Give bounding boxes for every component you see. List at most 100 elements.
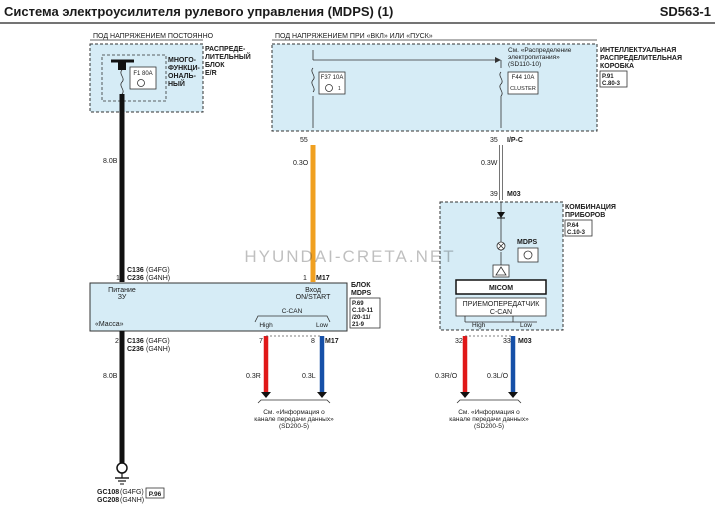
fuse-f37-symbol	[311, 67, 315, 93]
mdps-conn-bot2-eng: (G4NH)	[146, 346, 170, 353]
smart-ref-2: C.80-3	[602, 81, 621, 87]
cluster-title-2: ПРИБОРОВ	[565, 212, 605, 219]
mdps-note-bracket	[257, 399, 331, 404]
cluster-low-arrow	[508, 392, 518, 398]
mdps-title-1: БЛОК	[351, 282, 371, 289]
wire-power-label: 8.0B	[103, 158, 118, 165]
wire-mdps-high-label: 0.3R	[246, 373, 261, 380]
dist-label-4: E/R	[205, 70, 217, 77]
mdps-power-sub: ЗУ	[118, 294, 127, 301]
dist-label-3: БЛОК	[205, 62, 225, 69]
cluster-high-arrow	[460, 392, 470, 398]
mdps-mass-label: «Масса»	[95, 321, 124, 328]
cluster-ref-box	[564, 219, 593, 237]
wire-cluster-high-label: 0.3R/O	[435, 373, 458, 380]
mdps-ref-4: 21-9	[352, 322, 365, 328]
mdps-power-label: Питание	[108, 287, 136, 294]
fuse-f37-label: F37 10A	[321, 75, 344, 81]
cluster-title-1: КОМБИНАЦИЯ	[565, 204, 616, 211]
mdps-ref-2: C.10-11	[352, 308, 374, 314]
smart-title-3: КОРОБКА	[600, 63, 634, 70]
note-left-1: См. «Информация о	[263, 409, 325, 416]
multi-label-3: ОНАЛЬ-	[168, 73, 197, 80]
ground-label-1-eng: (G4FG)	[120, 489, 144, 496]
bus-bar	[118, 62, 126, 70]
wire-ground-label: 8.0B	[103, 373, 118, 380]
transceiver-block	[455, 297, 547, 317]
ground-label-1: GC108	[97, 489, 119, 496]
mdps-pin-ign: 1	[303, 275, 307, 282]
smart-title-1: ИНТЕЛЛЕКТУАЛЬНАЯ	[600, 47, 676, 54]
smart-see-2: электропитания»	[508, 54, 560, 61]
mdps-conn-bot1: C136	[127, 338, 144, 345]
note-right-2: канале передачи данных»	[449, 416, 529, 423]
smart-see-3: (SD110-10)	[508, 61, 541, 68]
ground-ref: P.96	[149, 491, 162, 498]
power-ign-label: ПОД НАПРЯЖЕНИЕМ ПРИ «ВКЛ» ИЛИ «ПУСК»	[275, 33, 433, 40]
ground-label-2-eng: (G4NH)	[120, 497, 144, 504]
ground-terminal-icon	[116, 462, 128, 474]
mdps-high-arrow	[261, 392, 271, 398]
mdps-unit-box	[89, 282, 348, 332]
mdps-ccan-label: C-CAN	[282, 308, 303, 315]
watermark-text: HYUNDAI-CRETA.NET	[244, 247, 455, 266]
mdps-ccan-bracket	[254, 315, 331, 323]
micom-block	[455, 279, 547, 295]
smart-see-1: См. «Распределение	[508, 47, 572, 54]
smart-bus-arrow	[495, 57, 501, 63]
mdps-conn-top2: C236	[127, 275, 144, 282]
fuse-f1-symbol	[120, 69, 124, 95]
ground-label-2: GC208	[97, 497, 119, 504]
lamp-cross	[497, 242, 505, 250]
multi-label-2: ФУНКЦИ-	[168, 65, 201, 72]
cluster-low-label: Low	[520, 322, 532, 329]
cluster-pin-high: 32	[455, 338, 463, 345]
smart-conn: I/P-C	[507, 137, 523, 144]
wire-orange-label: 0.3O	[293, 160, 309, 167]
mdps-low-label: Low	[316, 322, 328, 329]
fuse-f44-box	[507, 71, 539, 95]
fuse-f44-symbol	[499, 71, 503, 97]
mdps-conn-out: M17	[325, 338, 339, 345]
smart-pin-b: 35	[490, 137, 498, 144]
mdps-conn-bot1-eng: (G4FG)	[146, 338, 170, 345]
cluster-conn-out: M03	[518, 338, 532, 345]
mdps-pin-high: 7	[259, 338, 263, 345]
page-title: Система электроусилителя рулевого управл…	[4, 4, 393, 19]
ground-ref-box	[145, 487, 165, 499]
mdps-ref-3: /20-11/	[352, 315, 371, 321]
mdps-pin-low: 8	[311, 338, 315, 345]
mdps-high-label: High	[259, 322, 273, 329]
steering-warning-icon	[517, 247, 539, 263]
smart-title-2: РАСПРЕДЕЛИТЕЛЬНАЯ	[600, 55, 682, 62]
fuse-f37-icon	[325, 84, 333, 92]
mdps-input-label: Вход	[305, 287, 321, 294]
mdps-conn-top1-eng: (G4FG)	[146, 267, 170, 274]
note-right-1: См. «Информация о	[458, 409, 520, 416]
smart-pin-a: 55	[300, 137, 308, 144]
note-left-3: (SD200-5)	[279, 423, 309, 430]
fuse-f44-label: F44 10A	[512, 75, 535, 81]
cluster-high-label: High	[472, 322, 486, 329]
mdps-low-arrow	[317, 392, 327, 398]
micom-label: MICOM	[489, 285, 513, 292]
cluster-lamp-label: MDPS	[517, 239, 538, 246]
fuse-f37-num: 1	[338, 86, 341, 92]
note-left-2: канале передачи данных»	[254, 416, 334, 423]
transceiver-label-1: ПРИЕМОПЕРЕДАТЧИК	[463, 301, 541, 308]
smart-ref-1: P.91	[602, 74, 614, 80]
cluster-ref-2: C.10-3	[567, 230, 586, 236]
power-constant-label: ПОД НАПРЯЖЕНИЕМ ПОСТОЯННО	[93, 33, 214, 40]
mdps-conn-top1: C136	[127, 267, 144, 274]
wire-cluster-low-label: 0.3L/O	[487, 373, 509, 380]
wire-mdps-low-label: 0.3L	[302, 373, 316, 380]
warning-triangle-icon	[495, 266, 507, 276]
cluster-ref-1: P.64	[567, 223, 579, 229]
mdps-pin-gnd: 2	[115, 338, 119, 345]
diode-icon	[497, 212, 505, 218]
mdps-conn-right: M17	[316, 275, 330, 282]
dist-label-2: ЛИТЕЛЬНЫЙ	[205, 52, 251, 61]
fuse-f1-icon	[137, 79, 145, 87]
